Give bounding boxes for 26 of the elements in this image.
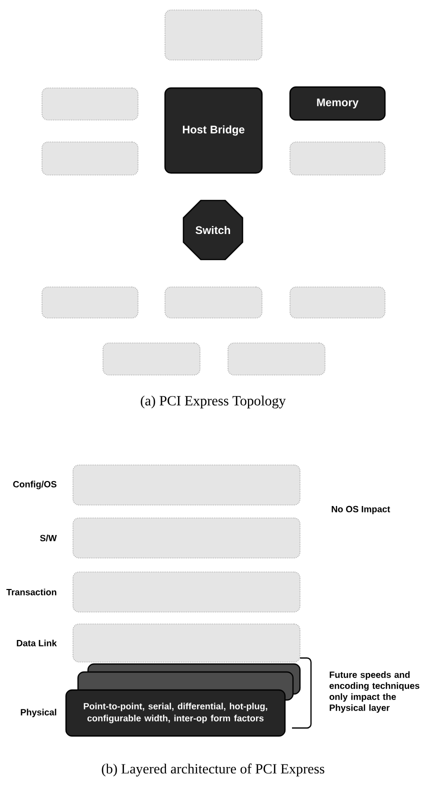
component-box: Memory: [289, 86, 386, 121]
layer-name: Physical: [20, 708, 56, 718]
layer-box: [72, 624, 300, 662]
note: No OS Impact: [332, 506, 390, 514]
component-box: [290, 286, 386, 318]
layer-name: Data Link: [16, 640, 57, 646]
component-box: [102, 342, 200, 376]
layer-name: S/W: [40, 534, 57, 542]
switch-octagon: Switch: [182, 200, 244, 260]
component-box: Host Bridge: [164, 87, 263, 174]
component-box: [42, 88, 138, 120]
layer-box: [72, 572, 300, 612]
note: Future speeds and encoding techniques only impact the Physical layer: [330, 671, 420, 713]
component-box: [290, 142, 386, 176]
component-box: [42, 286, 138, 318]
component-box: [42, 142, 138, 176]
layer-name: Config/OS: [13, 480, 56, 490]
component-box: [164, 10, 262, 60]
caption: (b) Layered architecture of PCI Express: [102, 764, 324, 776]
component-box: Point-to-point, serial, differential, hot-plug, configurable width, inter-op form factors: [65, 689, 286, 737]
layer-name: Transaction: [6, 588, 56, 596]
component-box: [164, 286, 262, 318]
layer-box: [72, 518, 300, 558]
layer-box: [72, 464, 300, 506]
caption: (a) PCI Express Topology: [140, 396, 286, 408]
component-box: [228, 342, 326, 376]
